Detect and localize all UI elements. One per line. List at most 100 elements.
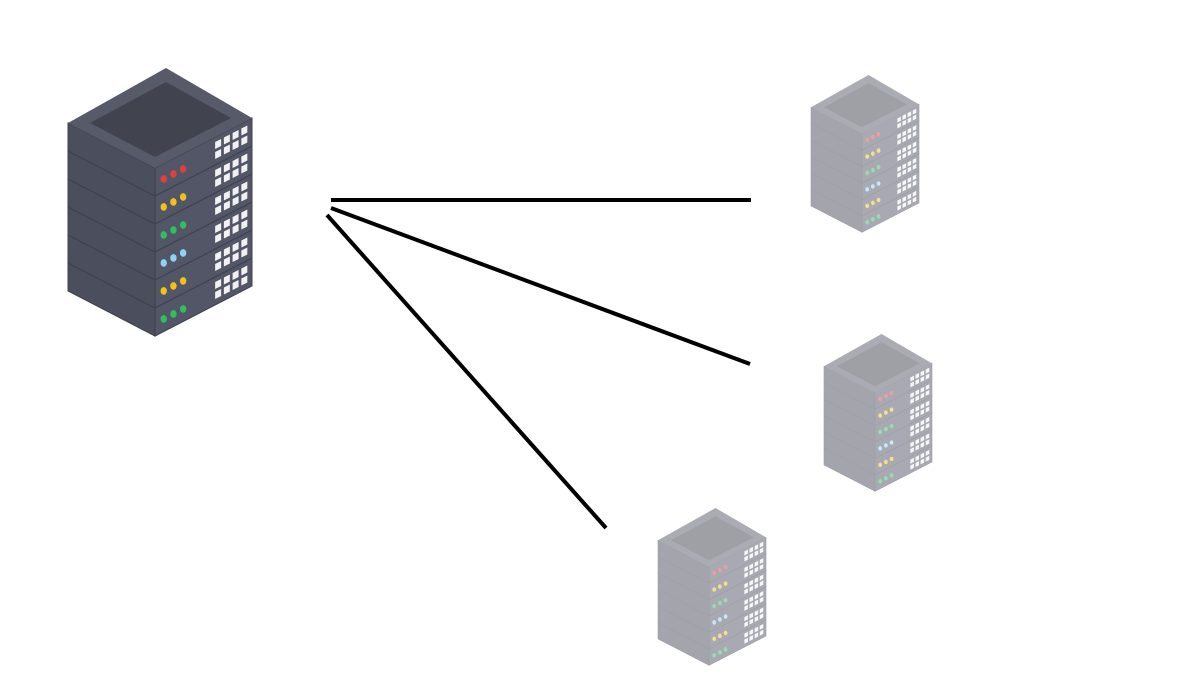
vent-icon: [925, 422, 930, 429]
vent-icon: [897, 204, 901, 211]
status-led-icon: [884, 443, 888, 448]
status-led-icon: [878, 396, 883, 402]
vent-icon: [754, 616, 759, 622]
server-unit: [823, 362, 933, 410]
vent-icon: [223, 200, 230, 211]
vent-icon: [241, 163, 248, 174]
vent-icon: [744, 615, 748, 622]
vent-icon: [915, 411, 920, 418]
server-unit: [823, 445, 933, 492]
vent-icon: [223, 218, 230, 229]
status-led-icon: [884, 410, 888, 415]
vent-icon: [897, 122, 901, 129]
vent-icon: [223, 162, 230, 173]
status-led-icon: [160, 175, 167, 183]
status-led-icon: [865, 170, 870, 176]
vent-icon: [232, 280, 239, 290]
vent-icon: [907, 183, 912, 189]
vent-icon: [754, 544, 759, 551]
server-unit: [657, 602, 767, 650]
vent-icon: [759, 596, 764, 603]
status-led-icon: [170, 226, 177, 234]
server-top-panel: [823, 83, 907, 128]
vent-icon: [897, 198, 901, 205]
status-led-icon: [876, 131, 881, 137]
vent-icon: [223, 228, 230, 239]
vent-icon: [759, 574, 764, 581]
vent-icon: [910, 441, 914, 448]
vent-icon: [907, 166, 912, 173]
status-led-icon: [723, 597, 728, 603]
vent-icon: [744, 637, 748, 644]
status-led-icon: [179, 305, 187, 313]
vent-icon: [232, 130, 239, 140]
vent-icon: [759, 623, 764, 630]
status-led-icon: [884, 393, 888, 399]
vent-icon: [907, 160, 912, 167]
server-unit: [810, 120, 920, 168]
vent-icon: [915, 455, 920, 462]
vent-icon: [754, 583, 759, 590]
vent-icon: [925, 417, 930, 423]
status-led-icon: [876, 164, 881, 170]
vent-icon: [759, 558, 764, 565]
status-led-icon: [889, 440, 894, 445]
vent-icon: [920, 419, 925, 426]
vent-icon: [215, 149, 222, 159]
vent-icon: [897, 165, 901, 172]
vent-icon: [920, 386, 925, 393]
vent-icon: [915, 444, 920, 451]
server-nodes: [67, 68, 933, 666]
vent-icon: [915, 389, 920, 396]
vent-icon: [912, 141, 917, 148]
connection-links: [325, 198, 751, 530]
status-led-icon: [878, 429, 883, 435]
status-led-icon: [718, 567, 722, 573]
vent-icon: [910, 381, 914, 388]
vent-icon: [920, 370, 925, 377]
status-led-icon: [876, 214, 881, 219]
vent-icon: [925, 433, 930, 440]
vent-icon: [915, 422, 920, 429]
vent-icon: [907, 133, 912, 140]
vent-icon: [744, 588, 748, 595]
vent-icon: [232, 196, 239, 206]
status-led-icon: [160, 259, 167, 267]
vent-icon: [749, 596, 754, 603]
vent-icon: [215, 195, 222, 205]
vent-icon: [902, 136, 907, 143]
status-led-icon: [871, 151, 875, 156]
vent-icon: [912, 125, 917, 132]
replica-server-3[interactable]: [657, 508, 767, 666]
vent-icon: [902, 202, 907, 208]
vent-icon: [912, 114, 917, 121]
vent-icon: [759, 591, 764, 597]
replica-server-2[interactable]: [823, 334, 933, 492]
vent-icon: [749, 585, 754, 592]
vent-icon: [232, 186, 239, 196]
vent-icon: [749, 618, 754, 625]
vent-icon: [749, 629, 754, 636]
vent-icon: [232, 158, 239, 168]
vent-icon: [232, 270, 239, 280]
vent-icon: [744, 604, 748, 611]
vent-icon: [902, 179, 907, 186]
vent-icon: [897, 182, 901, 189]
status-led-icon: [865, 154, 870, 159]
vent-icon: [912, 147, 917, 154]
replica-server-1[interactable]: [810, 75, 920, 233]
vent-icon: [920, 436, 925, 443]
vent-icon: [912, 190, 917, 197]
vent-icon: [907, 150, 912, 157]
primary-server[interactable]: [67, 68, 253, 337]
vent-icon: [744, 566, 748, 572]
status-led-icon: [876, 197, 881, 203]
vent-icon: [215, 177, 222, 187]
status-led-icon: [871, 200, 875, 206]
server-unit: [657, 536, 767, 584]
vent-icon: [749, 602, 754, 609]
status-led-icon: [718, 600, 722, 606]
vent-icon: [912, 108, 917, 115]
status-led-icon: [170, 254, 177, 262]
vent-icon: [915, 428, 920, 435]
